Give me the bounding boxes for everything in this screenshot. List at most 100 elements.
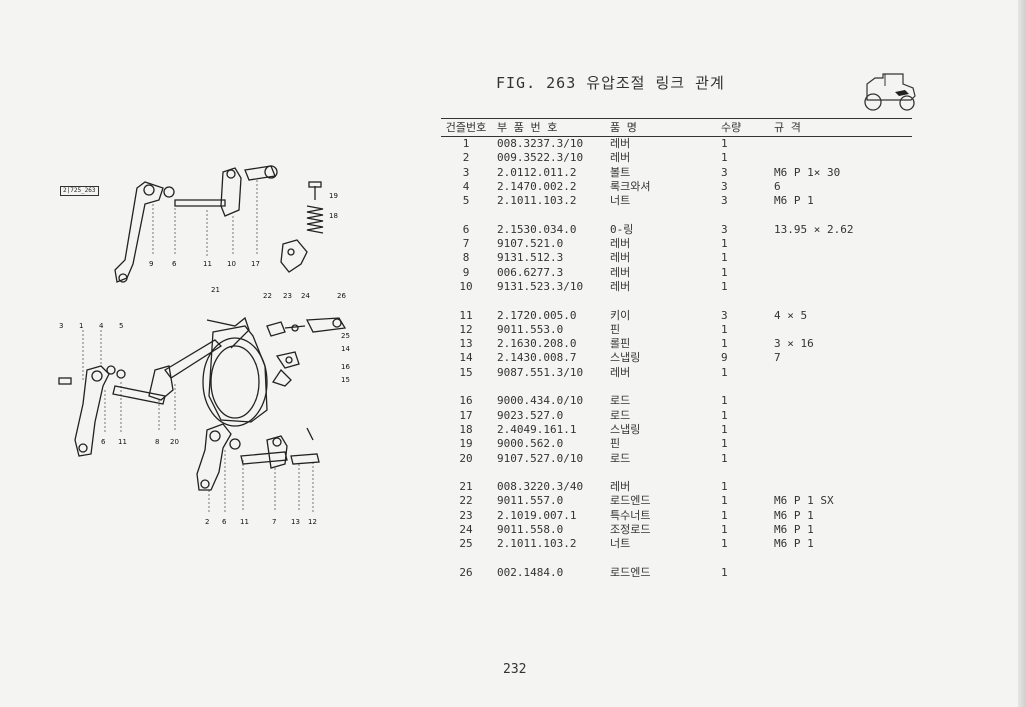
cell-quantity: 1 — [721, 565, 728, 579]
cell-specification — [774, 423, 912, 437]
callout: 22 — [263, 292, 272, 300]
cell-part-no: 2.1019.007.1 — [497, 508, 577, 522]
cell-part-no: 002.1484.0 — [497, 565, 564, 579]
callout: 24 — [301, 292, 310, 300]
cell-part-no: 9107.527.0/10 — [497, 451, 584, 465]
cell-part-name: 스냅링 — [610, 351, 641, 365]
callout: 7 — [272, 518, 276, 526]
cell-quantity: 3 — [721, 179, 728, 193]
callout: 11 — [240, 518, 249, 526]
cell-item-no: 6 — [462, 222, 470, 236]
callout-labels: 9 6 11 10 17 19 18 21 22 23 24 26 3 1 4 … — [59, 192, 350, 526]
cell-part-no: 9000.562.0 — [497, 437, 564, 451]
cell-item-no: 22 — [459, 494, 473, 508]
cell-item-no: 9 — [462, 265, 470, 279]
cell-item-no: 25 — [459, 537, 473, 551]
cell-specification: 7 — [774, 351, 781, 365]
header-item-no: 건즐번호 — [441, 118, 491, 137]
cell-quantity: 1 — [721, 322, 728, 336]
group-spacer — [441, 552, 912, 566]
callout: 5 — [119, 322, 123, 330]
cell-specification — [774, 237, 912, 251]
cell-part-name: 레버 — [610, 151, 631, 165]
tractor-icon — [864, 73, 916, 111]
cell-part-name: 0-링 — [610, 222, 634, 236]
callout: 3 — [59, 322, 63, 330]
callout: 8 — [155, 438, 159, 446]
callout: 20 — [170, 438, 179, 446]
figure-tag: 2|725_263 — [60, 186, 99, 196]
cell-part-name: 레버 — [610, 265, 631, 279]
cell-item-no: 21 — [459, 480, 473, 494]
cell-specification: 13.95 × 2.62 — [774, 222, 854, 236]
cell-part-no: 9131.512.3 — [497, 251, 564, 265]
cell-quantity: 1 — [721, 408, 728, 422]
cell-specification — [774, 566, 912, 580]
callout: 16 — [341, 363, 350, 371]
cell-part-no: 9000.434.0/10 — [497, 394, 584, 408]
cell-part-no: 2.1630.208.0 — [497, 337, 577, 351]
cell-item-no: 4 — [462, 179, 470, 193]
cell-item-no: 23 — [459, 508, 473, 522]
cell-part-no: 008.3237.3/10 — [497, 137, 584, 150]
cell-quantity: 1 — [721, 137, 728, 150]
cell-item-no: 1 — [462, 137, 470, 150]
cell-item-no: 2 — [462, 151, 470, 165]
header-part-name: 품 명 — [610, 118, 721, 137]
cell-item-no: 5 — [462, 194, 470, 208]
cell-part-no: 009.3522.3/10 — [497, 151, 584, 165]
cell-part-name: 특수너트 — [610, 508, 651, 522]
cell-specification: M6 P 1 — [774, 194, 814, 208]
header-specification: 규 격 — [774, 118, 912, 137]
cell-item-no: 19 — [459, 437, 473, 451]
cell-part-name: 핀 — [610, 322, 621, 336]
group-spacer — [441, 466, 912, 480]
cell-quantity: 1 — [721, 451, 728, 465]
cell-item-no: 13 — [459, 337, 473, 351]
cell-specification — [774, 480, 912, 494]
cell-specification — [774, 251, 912, 265]
cell-specification — [774, 323, 912, 337]
callout: 17 — [251, 260, 260, 268]
cell-part-name: 레버 — [610, 137, 631, 150]
cell-part-name: 로드 — [610, 394, 631, 408]
group-spacer — [441, 380, 912, 394]
cell-part-name: 조정로드 — [610, 523, 651, 537]
cell-part-no: 2.4049.161.1 — [497, 422, 577, 436]
cell-specification — [774, 151, 912, 165]
cell-specification — [774, 366, 912, 380]
cell-specification — [774, 137, 912, 152]
cell-specification: M6 P 1 — [774, 523, 814, 537]
cell-specification — [774, 266, 912, 280]
cell-specification: M6 P 1 — [774, 537, 814, 551]
cell-item-no: 18 — [459, 422, 473, 436]
callout: 1 — [79, 322, 83, 330]
cell-part-no: 9023.527.0 — [497, 408, 564, 422]
cell-specification: M6 P 1 — [774, 508, 814, 522]
cell-quantity: 1 — [721, 279, 728, 293]
cell-part-no: 9011.557.0 — [497, 494, 564, 508]
cell-part-name: 핀 — [610, 437, 621, 451]
cell-quantity: 1 — [721, 265, 728, 279]
cell-quantity: 9 — [721, 351, 728, 365]
cell-item-no: 26 — [459, 565, 473, 579]
cell-part-no: 9011.553.0 — [497, 322, 564, 336]
cell-item-no: 7 — [462, 237, 470, 251]
cell-part-no: 2.1530.034.0 — [497, 222, 577, 236]
cell-item-no: 24 — [459, 523, 473, 537]
cell-part-no: 2.1720.005.0 — [497, 308, 577, 322]
callout: 10 — [227, 260, 236, 268]
